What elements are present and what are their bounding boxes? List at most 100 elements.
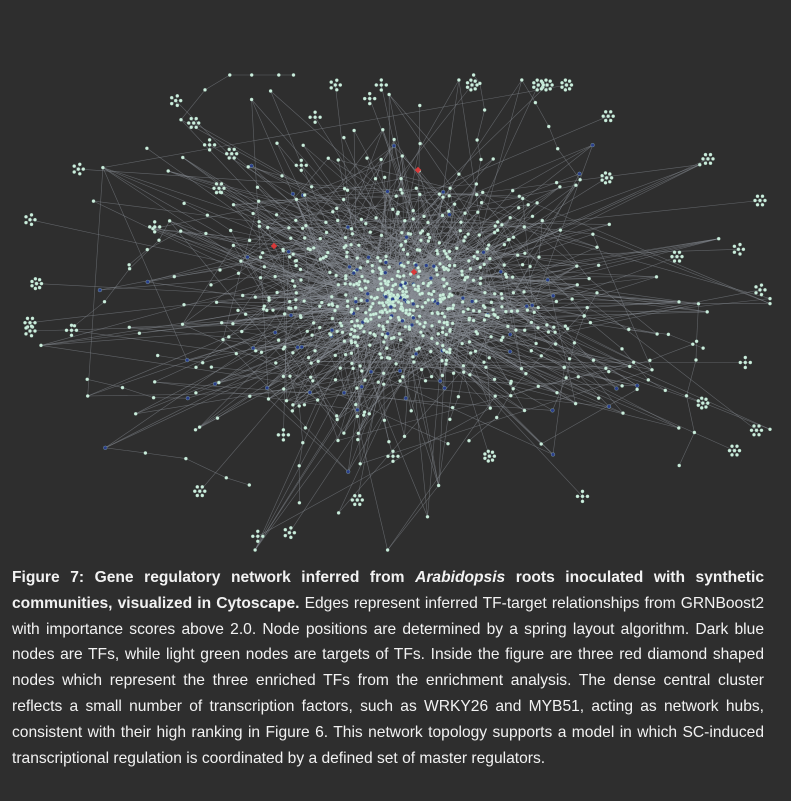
network-edge (416, 265, 577, 350)
target-node (377, 266, 382, 270)
target-node (427, 235, 432, 240)
target-node (306, 355, 311, 360)
target-node (324, 230, 329, 235)
target-node (600, 178, 604, 182)
target-node (442, 277, 446, 282)
target-node (85, 377, 89, 382)
target-node (370, 269, 375, 273)
network-edge (347, 284, 355, 307)
target-node (408, 272, 413, 276)
target-node (357, 243, 361, 247)
target-node (506, 237, 511, 242)
network-edge (409, 315, 585, 328)
target-node (430, 311, 434, 315)
target-node (253, 349, 258, 353)
network-edge (479, 83, 485, 111)
target-node (324, 254, 328, 259)
target-node (541, 83, 546, 87)
target-node (329, 86, 333, 90)
target-node (440, 311, 445, 316)
target-node (436, 332, 441, 336)
network-edge (391, 338, 417, 350)
target-node (539, 442, 543, 446)
network-edge (467, 202, 482, 235)
tf-node (404, 235, 409, 240)
target-node (281, 428, 286, 432)
target-node (516, 206, 521, 210)
target-node (524, 371, 528, 376)
target-node (342, 431, 346, 435)
target-node (356, 437, 360, 442)
target-node (249, 97, 254, 102)
tf-node (329, 328, 335, 333)
network-edge (548, 126, 558, 149)
network-edge (263, 307, 289, 310)
target-node (370, 263, 375, 268)
target-node (398, 379, 402, 383)
target-node (178, 98, 183, 103)
target-node (596, 396, 601, 400)
network-edge (257, 186, 380, 318)
target-node (576, 375, 581, 379)
target-node (666, 332, 671, 337)
network-edge (301, 165, 401, 277)
target-node (394, 194, 398, 198)
target-node (768, 296, 772, 301)
target-node (441, 195, 445, 199)
network-edge (511, 310, 548, 326)
target-node (355, 498, 360, 502)
network-edge (87, 167, 104, 397)
network-edge (270, 90, 327, 223)
target-node (760, 194, 765, 198)
network-edge (175, 100, 391, 319)
target-node (426, 298, 430, 302)
target-node (503, 272, 508, 277)
target-node (539, 87, 544, 91)
network-edge (217, 395, 250, 419)
target-node (627, 364, 632, 369)
target-node (486, 449, 491, 454)
target-node (313, 110, 317, 114)
target-node (33, 277, 38, 281)
target-node (417, 248, 422, 252)
target-node (318, 325, 322, 330)
target-node (376, 380, 381, 384)
network-edge (548, 331, 570, 359)
target-node (265, 225, 270, 230)
target-node (363, 286, 368, 290)
target-node (595, 245, 599, 249)
network-edge (460, 225, 496, 232)
target-node (399, 301, 404, 306)
target-node (546, 330, 551, 334)
target-node (511, 290, 516, 295)
target-node (447, 194, 451, 198)
target-node (281, 374, 286, 379)
target-node (412, 283, 416, 287)
target-node (611, 114, 615, 118)
tf-node (545, 277, 550, 282)
target-node (450, 405, 455, 410)
target-node (324, 220, 328, 225)
target-node (379, 83, 384, 87)
target-node (603, 171, 608, 175)
network-edge (512, 355, 542, 389)
target-node (608, 172, 612, 176)
target-node (437, 241, 442, 245)
network-edge (408, 253, 447, 263)
target-node (303, 426, 308, 430)
network-edge (221, 310, 336, 324)
target-node (391, 454, 395, 459)
target-node (585, 305, 589, 310)
network-edge (501, 292, 514, 307)
target-node (342, 339, 347, 343)
network-edge (104, 268, 130, 302)
target-node (29, 333, 34, 338)
target-node (300, 226, 305, 231)
target-node (209, 365, 214, 369)
network-edge (302, 228, 319, 362)
target-node (461, 310, 466, 314)
network-edge (303, 145, 449, 271)
target-node (422, 324, 426, 329)
network-edge (328, 283, 346, 305)
network-edge (468, 417, 497, 441)
